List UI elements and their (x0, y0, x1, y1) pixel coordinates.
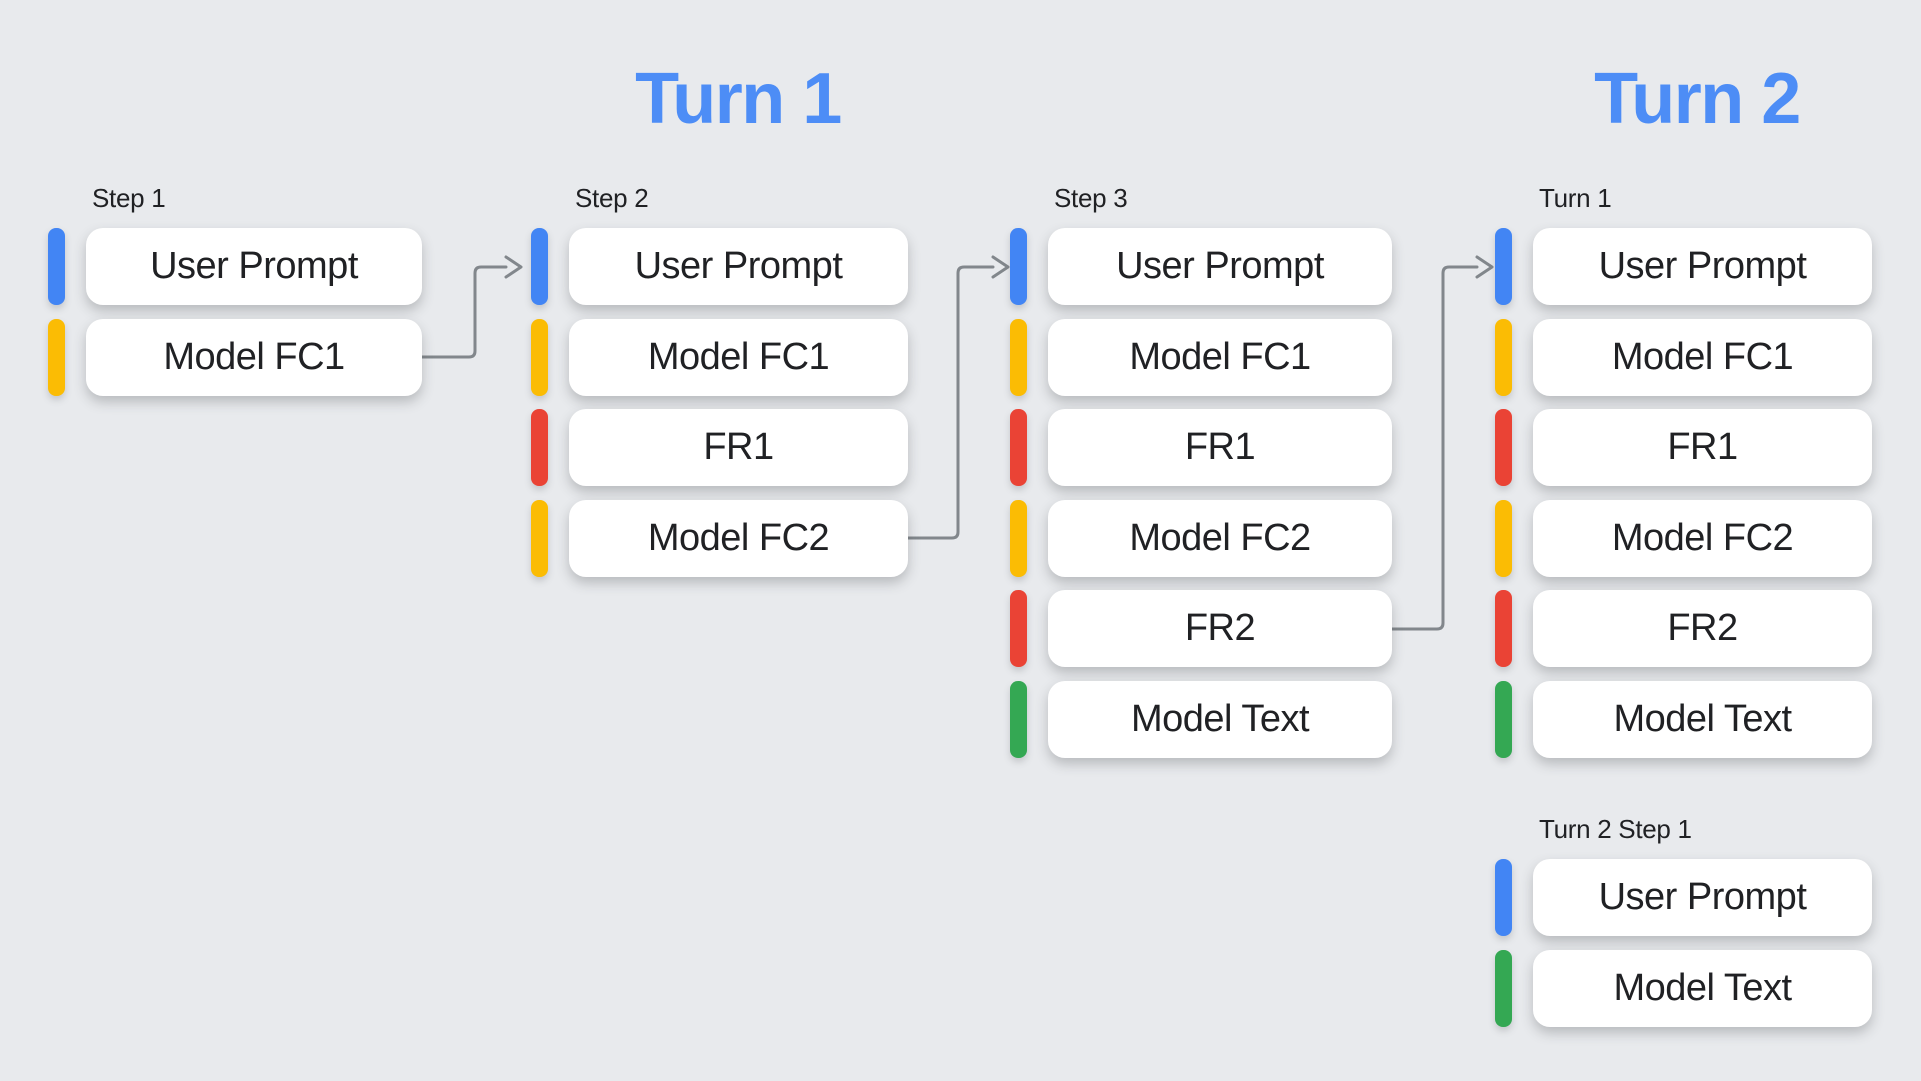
column-turn-2-step-1: Turn 2 Step 1 User Prompt Model Text (1495, 813, 1872, 1040)
column-step-1: Step 1 User Prompt Model FC1 (48, 182, 422, 409)
model-fc-bar (1010, 499, 1027, 577)
column-turn-1: Turn 1 User Prompt Model FC1 FR1 Model F… (1495, 182, 1872, 771)
column-label: Step 1 (92, 183, 166, 213)
column-label: Turn 2 Step 1 (1539, 814, 1692, 844)
column-label: Turn 1 (1539, 183, 1612, 213)
diagram-row: FR1 (1010, 409, 1392, 486)
function-response-bar (1495, 590, 1512, 667)
diagram-row: Model FC1 (48, 318, 422, 396)
arrow-step2-to-step3 (906, 255, 1010, 540)
card-fr1: FR1 (569, 409, 908, 486)
card-model-fc2: Model FC2 (1048, 499, 1392, 577)
diagram-row: Model Text (1495, 680, 1872, 758)
diagram-row: Model Text (1010, 680, 1392, 758)
card-model-fc1: Model FC1 (569, 318, 908, 396)
turn-1-title: Turn 1 (635, 59, 842, 139)
function-response-bar (1495, 409, 1512, 486)
card-model-text: Model Text (1533, 949, 1872, 1027)
turn-2-title: Turn 2 (1594, 59, 1801, 139)
card-user-prompt: User Prompt (1048, 228, 1392, 305)
column-step-2: Step 2 User Prompt Model FC1 FR1 Model F… (531, 182, 908, 590)
diagram-row: FR2 (1010, 590, 1392, 667)
card-user-prompt: User Prompt (569, 228, 908, 305)
card-model-text: Model Text (1048, 680, 1392, 758)
diagram-row: FR1 (531, 409, 908, 486)
model-fc-bar (48, 318, 65, 396)
card-model-fc1: Model FC1 (1048, 318, 1392, 396)
card-user-prompt: User Prompt (86, 228, 422, 305)
function-response-bar (531, 409, 548, 486)
card-fr2: FR2 (1048, 590, 1392, 667)
diagram-row: Model FC2 (531, 499, 908, 577)
user-prompt-bar (1495, 228, 1512, 305)
column-step-3: Step 3 User Prompt Model FC1 FR1 Model F… (1010, 182, 1392, 771)
card-fr1: FR1 (1533, 409, 1872, 486)
card-user-prompt: User Prompt (1533, 859, 1872, 936)
card-fr1: FR1 (1048, 409, 1392, 486)
user-prompt-bar (48, 228, 65, 305)
diagram-row: Model FC1 (1010, 318, 1392, 396)
function-response-bar (1010, 590, 1027, 667)
card-model-fc1: Model FC1 (1533, 318, 1872, 396)
diagram-row: Model FC1 (1495, 318, 1872, 396)
diagram-row: User Prompt (1495, 859, 1872, 936)
card-model-text: Model Text (1533, 680, 1872, 758)
card-user-prompt: User Prompt (1533, 228, 1872, 305)
diagram-row: User Prompt (48, 228, 422, 305)
diagram-row: Model FC2 (1495, 499, 1872, 577)
model-text-bar (1495, 949, 1512, 1027)
user-prompt-bar (1495, 859, 1512, 936)
card-model-fc2: Model FC2 (569, 499, 908, 577)
diagram-row: Model FC1 (531, 318, 908, 396)
diagram-row: Model FC2 (1010, 499, 1392, 577)
diagram-row: Model Text (1495, 949, 1872, 1027)
arrow-step3-to-turn1 (1390, 255, 1494, 631)
model-text-bar (1010, 680, 1027, 758)
diagram-row: FR1 (1495, 409, 1872, 486)
diagram-row: User Prompt (1495, 228, 1872, 305)
model-text-bar (1495, 680, 1512, 758)
card-model-fc1: Model FC1 (86, 318, 422, 396)
diagram-row: FR2 (1495, 590, 1872, 667)
model-fc-bar (1495, 499, 1512, 577)
arrow-step1-to-step2 (420, 255, 523, 359)
card-fr2: FR2 (1533, 590, 1872, 667)
user-prompt-bar (1010, 228, 1027, 305)
model-fc-bar (531, 499, 548, 577)
card-model-fc2: Model FC2 (1533, 499, 1872, 577)
user-prompt-bar (531, 228, 548, 305)
column-label: Step 3 (1054, 183, 1128, 213)
model-fc-bar (531, 318, 548, 396)
diagram-row: User Prompt (1010, 228, 1392, 305)
function-response-bar (1010, 409, 1027, 486)
column-label: Step 2 (575, 183, 649, 213)
model-fc-bar (1010, 318, 1027, 396)
diagram-row: User Prompt (531, 228, 908, 305)
model-fc-bar (1495, 318, 1512, 396)
